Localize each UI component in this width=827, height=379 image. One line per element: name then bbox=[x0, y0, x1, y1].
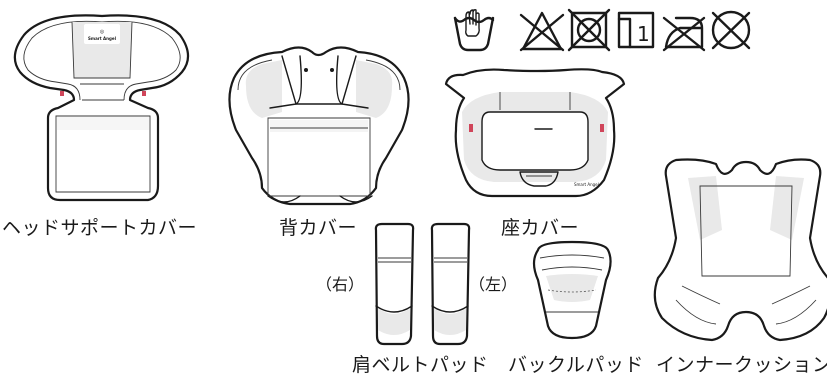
care-icons: 1 bbox=[453, 8, 751, 52]
seat-cover-illustration: Smart Angel bbox=[444, 68, 626, 198]
seat-cover-logo: Smart Angel bbox=[574, 182, 599, 187]
line-dry-icon: 1 bbox=[617, 11, 655, 49]
svg-text:◎: ◎ bbox=[100, 29, 105, 35]
shoulder-belt-pad-label: 肩ベルトパッド bbox=[352, 354, 489, 376]
line-dry-number: 1 bbox=[637, 22, 650, 46]
hand-wash-icon bbox=[453, 9, 495, 52]
back-cover-label: 背カバー bbox=[279, 217, 358, 239]
left-side-label: （左） bbox=[469, 275, 518, 294]
seat-cover-label: 座カバー bbox=[501, 217, 580, 239]
head-support-cover-label: ヘッドサポートカバー bbox=[2, 217, 198, 239]
head-support-logo: Smart Angel bbox=[88, 36, 117, 41]
inner-cushion-label: インナークッション bbox=[656, 354, 827, 376]
buckle-pad-illustration bbox=[532, 240, 612, 340]
back-cover-illustration bbox=[228, 46, 410, 206]
right-side-label: （右） bbox=[316, 275, 365, 294]
buckle-pad-label: バックルパッド bbox=[508, 354, 644, 376]
shoulder-belt-pads-illustration bbox=[374, 222, 471, 346]
no-iron-icon bbox=[662, 16, 706, 52]
inner-cushion-illustration bbox=[653, 158, 827, 342]
no-bleach-icon bbox=[519, 11, 565, 52]
no-dry-clean-icon bbox=[711, 10, 751, 50]
no-tumble-dry-icon bbox=[567, 8, 611, 52]
head-support-cover-illustration: ◎ Smart Angel bbox=[13, 14, 190, 202]
